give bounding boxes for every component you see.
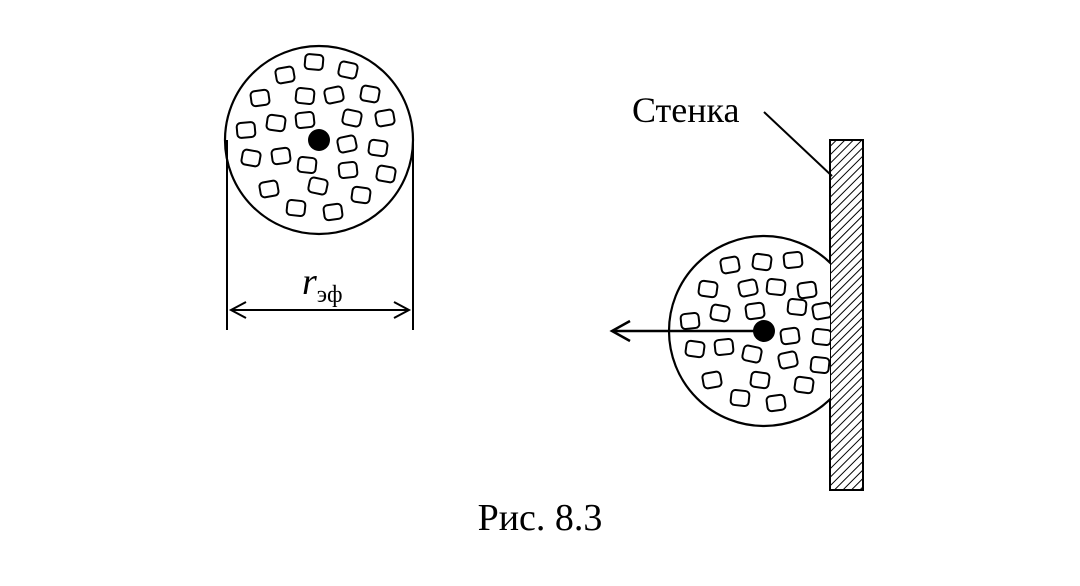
wall	[829, 139, 864, 491]
particle-left	[223, 44, 415, 236]
wall-label: Стенка	[632, 90, 739, 130]
arrowhead-right	[393, 301, 412, 319]
grain-shape	[749, 370, 771, 390]
grain-shape	[350, 185, 372, 205]
grain-shape	[374, 108, 396, 128]
grain-shape	[729, 388, 751, 408]
radius-label: rэф	[302, 261, 343, 308]
grain-shape	[779, 326, 801, 346]
grain-shape	[809, 355, 830, 375]
radius-dimension: rэф	[226, 140, 414, 330]
grain-shape	[285, 198, 307, 218]
grain-shape	[811, 301, 830, 321]
grain-shape	[793, 375, 815, 395]
particle-right	[609, 234, 830, 428]
grain-shape	[307, 176, 329, 196]
grain-shape	[737, 278, 759, 298]
grain-shape	[270, 146, 292, 166]
grain-shape	[240, 148, 262, 168]
grain-shape	[341, 108, 363, 128]
force-arrowhead	[609, 319, 631, 343]
grain-shape	[719, 255, 741, 275]
grain-shape	[337, 60, 359, 80]
grain-shape	[336, 134, 358, 154]
grain-shape	[303, 53, 325, 71]
grain-shape	[701, 370, 723, 390]
grain-shape	[323, 85, 345, 105]
particle-left-center	[308, 129, 330, 151]
grain-shape	[294, 110, 316, 130]
particle-right-grains	[679, 250, 830, 413]
grain-shape	[765, 393, 787, 413]
grain-shape	[337, 160, 359, 180]
grain-shape	[294, 86, 316, 106]
grain-shape	[777, 350, 799, 370]
grain-shape	[713, 337, 735, 357]
grain-shape	[367, 138, 389, 158]
grain-shape	[258, 179, 280, 199]
grain-shape	[235, 121, 257, 139]
grain-shape	[709, 303, 731, 323]
particle-left-grains	[235, 53, 397, 222]
grain-shape	[741, 344, 763, 364]
wall-leader-line	[763, 111, 833, 177]
grain-shape	[811, 327, 830, 347]
grain-shape	[765, 277, 787, 297]
grain-shape	[786, 297, 808, 317]
grain-shape	[782, 250, 804, 270]
wall-callout: Стенка	[632, 90, 833, 177]
grain-shape	[249, 88, 271, 108]
wall-hatched-body	[829, 139, 864, 491]
grain-shape	[684, 339, 706, 359]
grain-shape	[359, 84, 381, 104]
grain-shape	[375, 164, 397, 184]
arrowhead-left	[228, 301, 247, 319]
grain-shape	[751, 252, 773, 272]
radius-symbol: r	[302, 261, 317, 303]
figure-caption: Рис. 8.3	[478, 497, 603, 539]
radius-subscript: эф	[317, 282, 343, 308]
grain-shape	[296, 155, 318, 175]
grain-shape	[322, 202, 344, 222]
grain-shape	[274, 65, 296, 85]
grain-shape	[697, 279, 719, 299]
grain-shape	[796, 280, 818, 300]
grain-shape	[744, 301, 766, 321]
grain-shape	[679, 311, 701, 331]
grain-shape	[265, 113, 287, 133]
particle-right-center	[753, 320, 775, 342]
